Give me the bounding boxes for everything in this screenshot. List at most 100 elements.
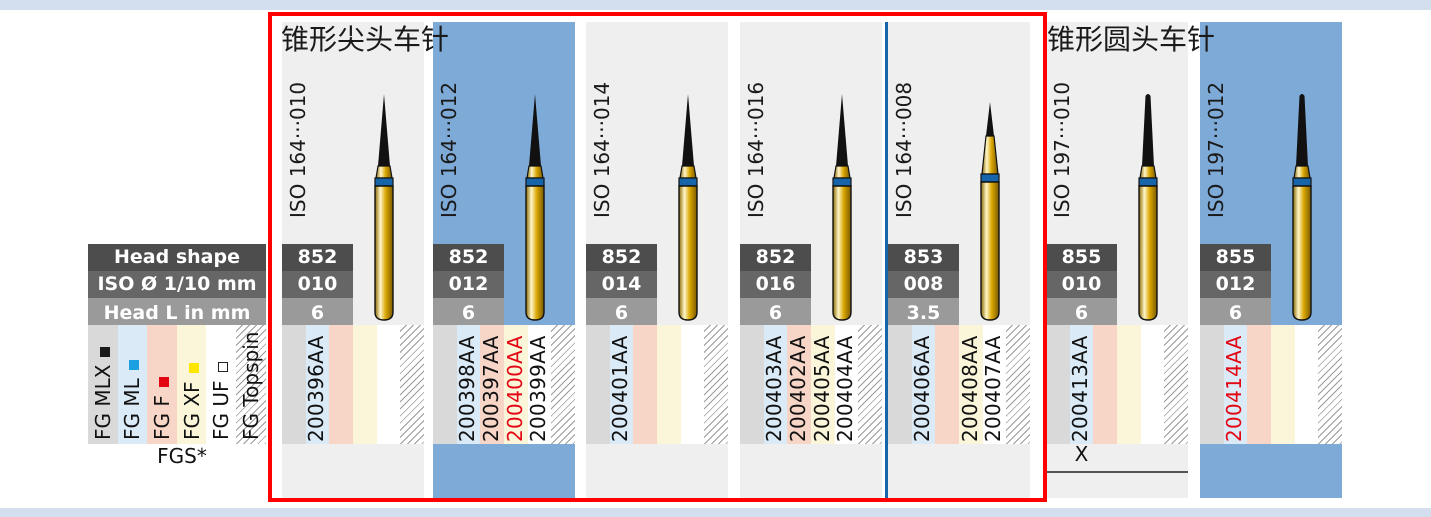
- grade-cell-ml: 200398AA: [455, 325, 481, 444]
- top-band: [0, 0, 1431, 10]
- iso-code: ISO 164···012: [437, 81, 461, 218]
- grade-cell-xf: [352, 325, 377, 444]
- iso-diameter-value: 012: [433, 271, 504, 298]
- legend-head-shape: Head shape: [88, 244, 266, 271]
- cyan-square-icon: [128, 360, 139, 371]
- article-code: 200404AA: [833, 335, 858, 442]
- yellow-square-icon: [188, 363, 199, 374]
- grade-cell-topspin: [1318, 325, 1342, 444]
- article-code: 200405AA: [809, 335, 834, 442]
- iso-diameter-value: 010: [282, 271, 353, 298]
- grade-cell-uf: 200404AA: [833, 325, 859, 444]
- legend-fgs-label: FGS*: [157, 444, 207, 468]
- head-length-value: 3.5: [888, 298, 959, 325]
- grade-cell-ml: 200396AA: [304, 325, 330, 444]
- grade-cell-xf: 200405AA: [809, 325, 835, 444]
- head-shape-value: 852: [740, 244, 811, 271]
- grade-cell-mlx: [740, 325, 764, 444]
- dental-bur-icon: [678, 94, 698, 321]
- iso-diameter-value: 012: [1200, 271, 1271, 298]
- article-code: 200407AA: [981, 335, 1006, 442]
- dental-bur-icon: [980, 102, 1000, 321]
- head-length-value: 6: [586, 298, 657, 325]
- grade-cell-uf: 200407AA: [981, 325, 1007, 444]
- grade-cell-mlx: [1046, 325, 1070, 444]
- grade-cell-uf: [680, 325, 705, 444]
- bottom-band: [0, 508, 1431, 517]
- iso-diameter-value: 010: [1046, 271, 1117, 298]
- legend-grade-f: FG F: [147, 325, 177, 444]
- head-shape-value: 852: [282, 244, 353, 271]
- legend-grade-ml: FG ML: [117, 325, 148, 444]
- grade-label: FG Topspin: [238, 331, 263, 440]
- head-shape-value: 855: [1046, 244, 1117, 271]
- grade-cell-xf: [656, 325, 681, 444]
- grade-cell-f: [633, 325, 657, 444]
- grade-cell-topspin: [1164, 325, 1188, 444]
- article-code: 200403AA: [762, 335, 787, 442]
- fgs-underline: [1046, 471, 1188, 473]
- legend-grade-strips: FG MLX FG ML FG F FG XF FG UF FG Topspin: [88, 325, 266, 444]
- head-length-value: 6: [433, 298, 504, 325]
- grade-cell-topspin: [858, 325, 882, 444]
- legend-grade-uf: FG UF: [206, 325, 236, 444]
- grade-strips: 200414AA: [1200, 325, 1342, 444]
- head-length-value: 6: [740, 298, 811, 325]
- head-length-value: 6: [282, 298, 353, 325]
- legend-grade-topspin: FG Topspin: [235, 325, 266, 444]
- grade-cell-topspin: [400, 325, 424, 444]
- article-code: 200408AA: [957, 335, 982, 442]
- grade-cell-topspin: [551, 325, 575, 444]
- grade-cell-ml: 200413AA: [1068, 325, 1094, 444]
- grade-cell-ml: 200403AA: [762, 325, 788, 444]
- grade-cell-topspin: [1006, 325, 1030, 444]
- grade-cell-f: [935, 325, 959, 444]
- grade-cell-uf: [1140, 325, 1165, 444]
- grade-label: FG XF: [179, 381, 204, 440]
- iso-diameter-value: 008: [888, 271, 959, 298]
- grade-cell-mlx: [282, 325, 306, 444]
- legend-iso-diameter: ISO Ø 1/10 mm: [88, 271, 266, 298]
- iso-code: ISO 164···008: [892, 81, 916, 218]
- iso-diameter-value: 014: [586, 271, 657, 298]
- dental-bur-icon: [525, 94, 545, 321]
- article-code: 200399AA: [526, 335, 551, 442]
- grade-cell-topspin: [704, 325, 728, 444]
- iso-code: ISO 164···016: [744, 81, 768, 218]
- iso-code: ISO 197···012: [1204, 81, 1228, 218]
- white-square-icon: [217, 362, 228, 373]
- grade-cell-xf: [1270, 325, 1295, 444]
- article-code: 200402AA: [786, 335, 811, 442]
- grade-cell-mlx: [888, 325, 912, 444]
- section-divider: [885, 22, 888, 498]
- grade-cell-f: [1093, 325, 1117, 444]
- head-shape-value: 855: [1200, 244, 1271, 271]
- article-code: 200414AA: [1222, 335, 1247, 442]
- grade-cell-uf: [376, 325, 401, 444]
- grade-label: FG UF: [209, 380, 234, 440]
- article-code: 200400AA: [502, 335, 527, 442]
- grade-cell-xf: [1116, 325, 1141, 444]
- dental-bur-icon: [374, 94, 394, 321]
- grade-strips: 200396AA: [282, 325, 424, 444]
- grade-cell-f: [1247, 325, 1271, 444]
- article-code: 200397AA: [479, 335, 504, 442]
- grade-cell-mlx: [586, 325, 610, 444]
- grade-cell-ml: 200406AA: [910, 325, 936, 444]
- iso-code: ISO 164···010: [286, 81, 310, 218]
- grade-cell-f: 200397AA: [479, 325, 504, 444]
- legend-grade-mlx: FG MLX: [88, 325, 118, 444]
- article-code: 200401AA: [608, 335, 633, 442]
- grade-cell-mlx: [433, 325, 457, 444]
- dental-bur-icon: [832, 94, 852, 321]
